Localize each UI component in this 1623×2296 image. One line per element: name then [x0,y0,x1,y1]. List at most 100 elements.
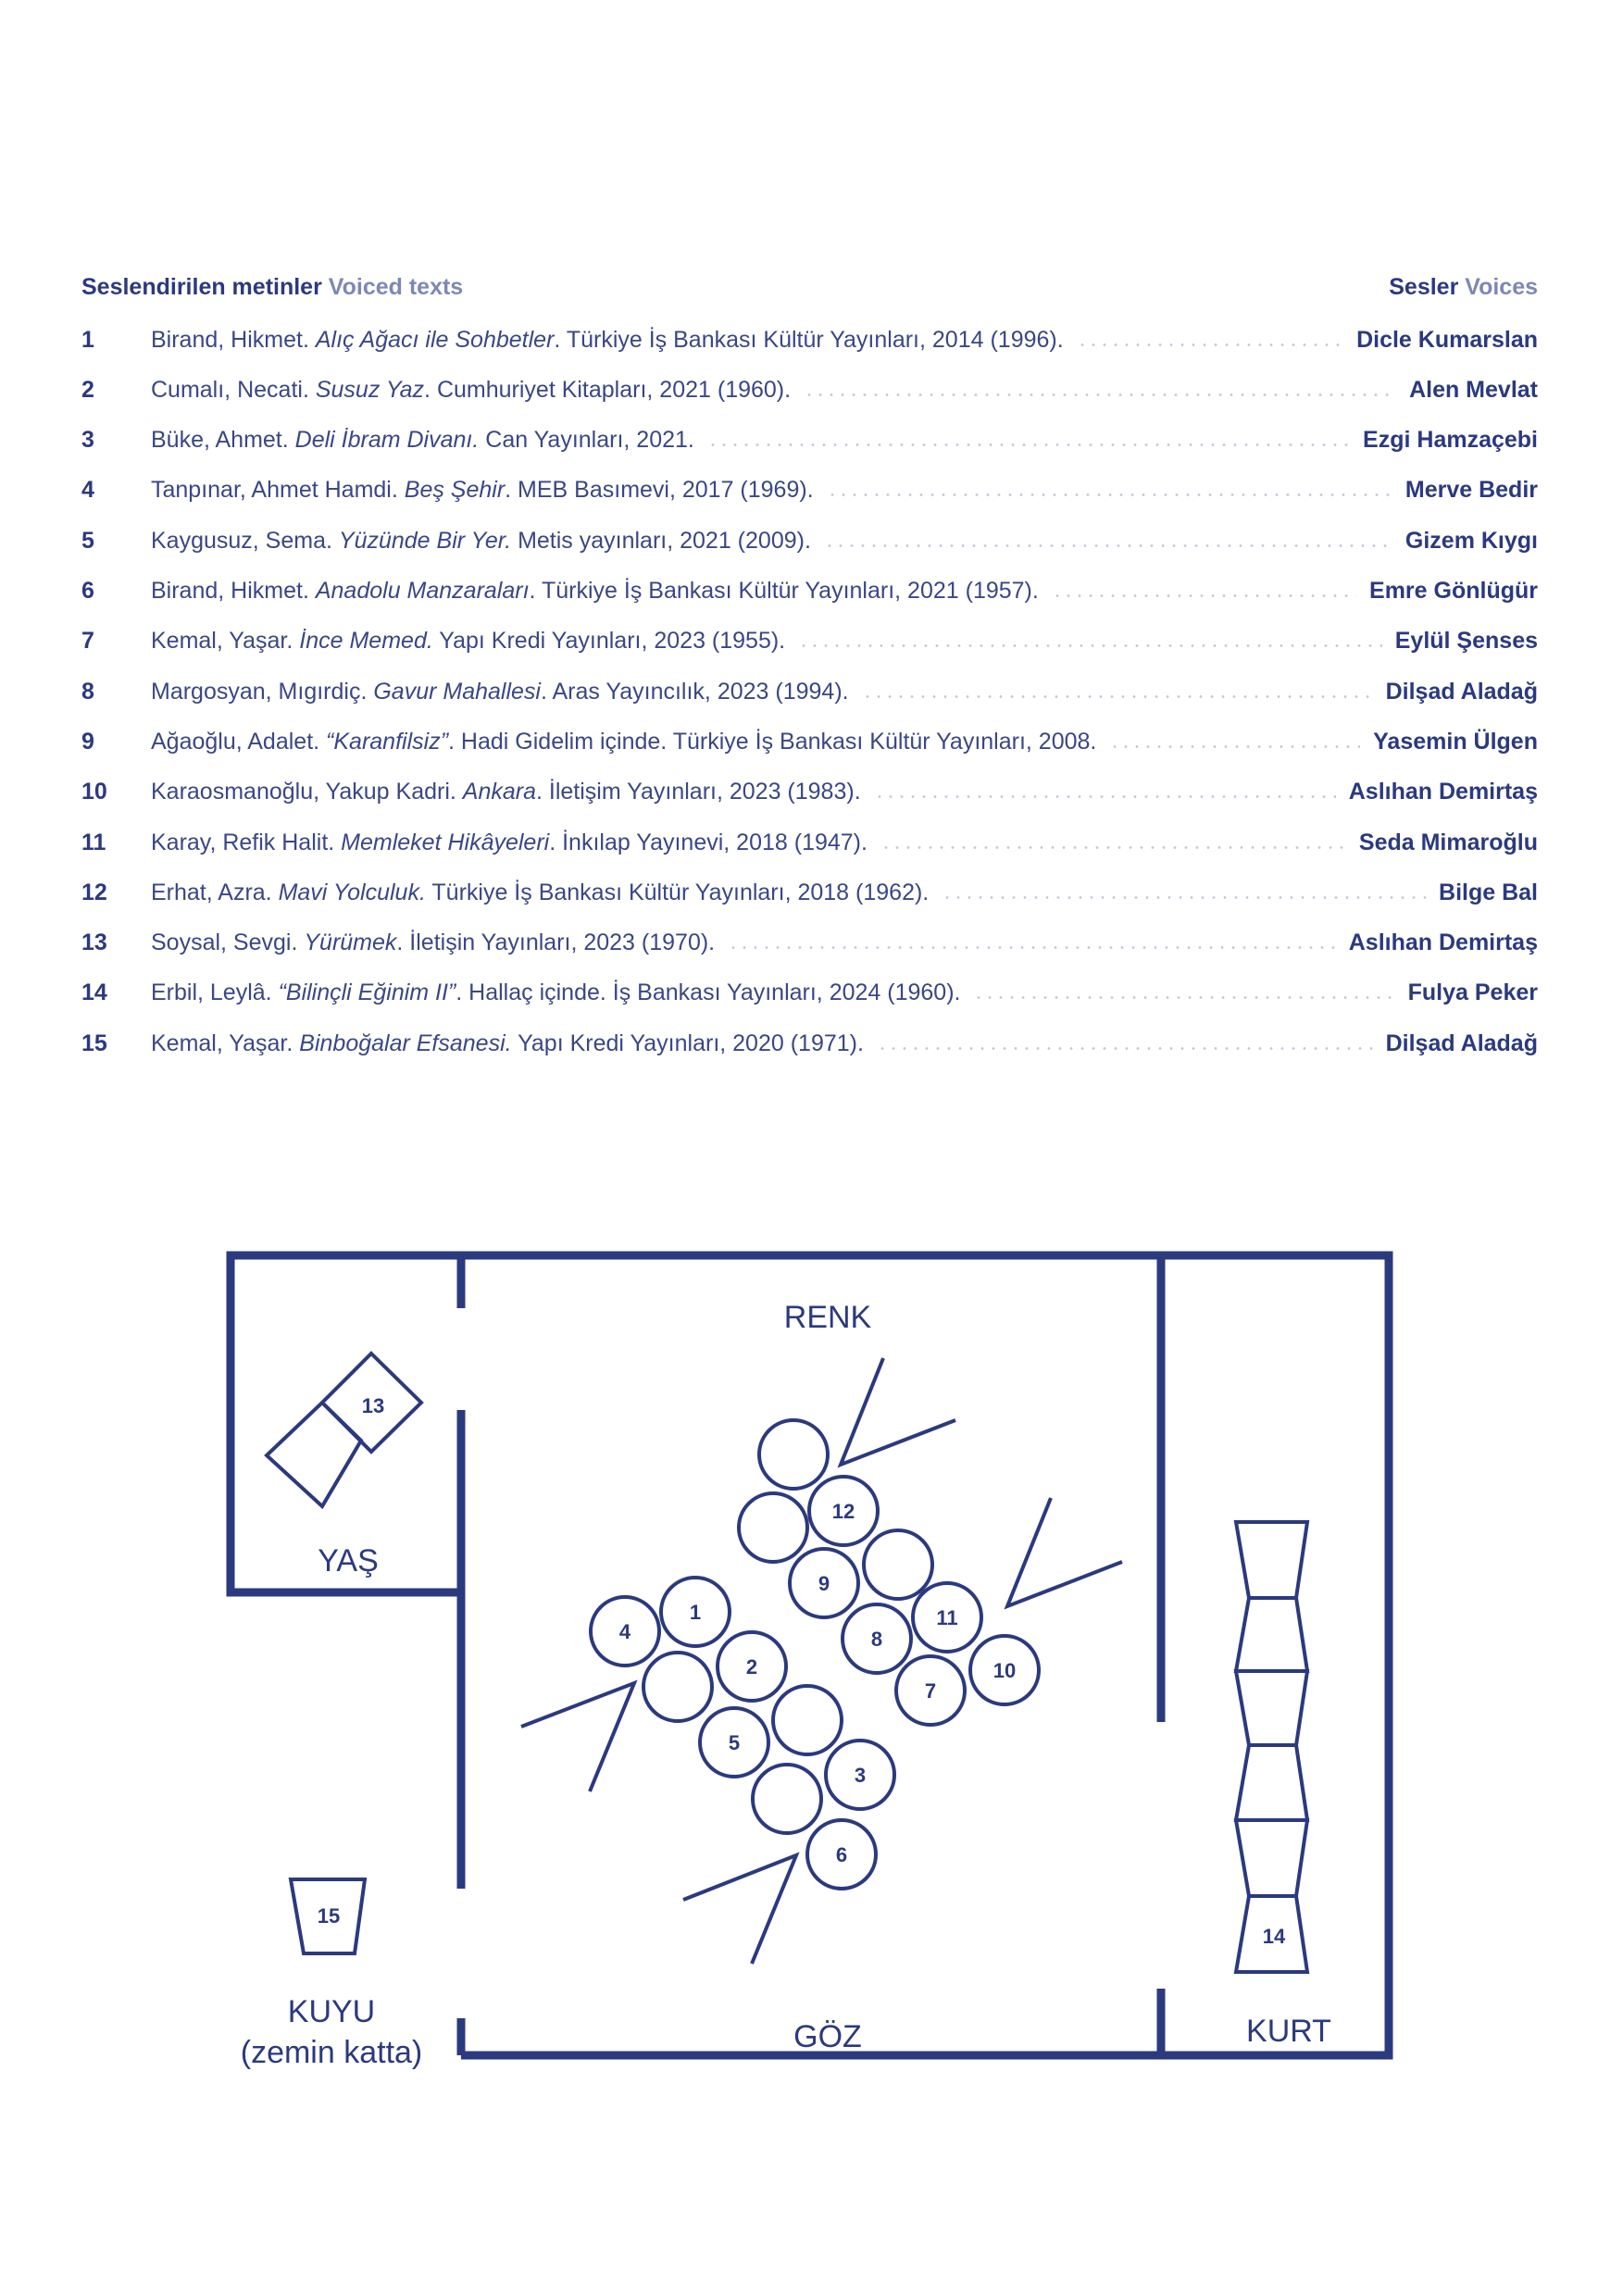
entry-reference: Büke, Ahmet. Deli İbram Divanı. Can Yayı… [151,427,694,454]
entry-voice: Aslıhan Demirtaş [1348,930,1538,956]
voices-heading-en: Voices [1465,274,1538,300]
entry-author: Kaygusuz, Sema. [151,527,339,554]
entry-publication: . MEB Basımevi, 2017 (1969). [505,477,814,504]
diamond-bottom [264,1400,364,1510]
segment-5 [1233,1818,1310,1898]
listening-seat [716,1630,788,1703]
entry-publication: . İletişim Yayınları, 2023 (1983). [536,779,861,805]
room-yas: YAŞ [318,1543,379,1578]
entry-reference: Soysal, Sevgi. Yürümek. İletişin Yayınla… [151,930,715,956]
outer-wall [226,1251,1393,2060]
listening-seat [805,1818,878,1890]
entry-publication: . Türkiye İş Bankası Kültür Yayınları, 2… [529,578,1039,604]
kurt-object [1233,1520,1310,1974]
listening-seat [737,1491,809,1564]
entry-voice: Dicle Kumarslan [1356,326,1538,353]
entry-number: 5 [81,527,94,554]
listening-seat [807,1475,880,1547]
plan-walls [226,1251,1393,2060]
entry-title: Deli İbram Divanı. [294,427,480,454]
entry-author: Kemal, Yaşar. [151,628,300,655]
entry-author: Ağaoğlu, Adalet. [151,728,327,755]
entry-voice: Yasemin Ülgen [1373,728,1538,755]
circle-cluster [589,1418,1041,1890]
entry-number: 4 [81,477,94,504]
entry-number: 3 [81,427,94,454]
entry-voice: Seda Mimaroğlu [1358,829,1538,855]
room-kuyu: KUYU [288,1994,375,2029]
entry-title: İnce Memed. [299,628,433,655]
entry-title: Susuz Yaz [315,376,425,403]
seat-label: 12 [832,1500,855,1523]
segment-2 [1233,1596,1310,1673]
yas-object [264,1351,424,1510]
door-gap-bottom-left [454,1889,470,2018]
segment-3 [1233,1669,1310,1747]
entry-title: Beş Şehir [404,477,506,504]
listening-seat [659,1576,731,1648]
listening-seat [698,1706,770,1778]
room-kurt: KURT [1246,2014,1331,2049]
entry-author: Karay, Refik Halit. [151,829,342,855]
voiced-texts-heading: Seslendirilen metinler Voiced texts [81,274,463,301]
kuyu-object [288,1878,368,1955]
entry-title: “Bilinçli Eğinim II” [278,980,456,1006]
entry-author: Birand, Hikmet. [151,326,316,353]
seat-label: 4 [619,1620,631,1643]
segment-6 [1233,1894,1310,1974]
entry-voice: Bilge Bal [1439,879,1538,905]
entry-reference: Karay, Refik Halit. Memleket Hikâyeleri.… [151,830,868,856]
entry-number: 11 [81,829,106,855]
entry-author: Erhat, Azra. [151,879,279,905]
listening-seat [894,1654,967,1727]
entry-number: 8 [81,678,94,705]
entry-voice: Dilşad Aladağ [1385,1029,1538,1056]
entry-number: 9 [81,728,94,755]
entry-author: Birand, Hikmet. [151,578,316,604]
entry-publication: . Türkiye İş Bankası Kültür Yayınları, 2… [554,326,1064,353]
entry-voice: Fulya Peker [1407,980,1538,1006]
listening-seat [788,1547,860,1619]
speaker-mark-left [520,1679,638,1792]
speaker-mark-top [837,1357,956,1468]
entry-row: 3 Büke, Ahmet. Deli İbram Divanı. Can Yay… [81,422,1538,459]
entry-title: “Karanfilsiz” [326,728,449,755]
speaker-marks [520,1357,1123,1965]
dot-leader [728,946,1336,950]
seat-label: 9 [818,1572,830,1595]
label-14: 14 [1263,1925,1286,1948]
room-kuyu-note: (zemin katta) [241,2035,423,2070]
entry-reference: Birand, Hikmet. Alıç Ağacı ile Sohbetler… [151,327,1064,354]
entry-reference: Kemal, Yaşar. Binboğalar Efsanesi. Yapı … [151,1030,864,1057]
listening-seat [757,1418,830,1491]
entry-title: Mavi Yolculuk. [278,879,426,905]
seat-label: 2 [746,1655,757,1678]
dot-leader [706,443,1351,447]
listening-seat [642,1651,714,1723]
entry-author: Tanpınar, Ahmet Hamdi. [151,477,405,504]
entry-number: 7 [81,628,94,655]
entry-voice: Gizem Kıygı [1405,527,1538,554]
listening-seat [862,1529,934,1601]
seat-label: 10 [993,1659,1016,1682]
heading-en: Voiced texts [328,274,464,300]
entry-author: Karaosmanoğlu, Yakup Kadri. [151,779,463,805]
entry-title: Alıç Ağacı ile Sohbetler [315,326,555,353]
dot-leader [873,795,1336,799]
entry-voice: Alen Mevlat [1409,376,1538,403]
entry-voice: Aslıhan Demirtaş [1348,779,1538,805]
entry-row: 11 Karay, Refik Halit. Memleket Hikâyeler… [81,824,1538,861]
entry-reference: Erhat, Azra. Mavi Yolculuk. Türkiye İş B… [151,880,929,906]
entry-number: 14 [81,980,107,1006]
entry-publication: . Aras Yayıncılık, 2023 (1994). [541,678,849,705]
dot-leader [804,393,1397,396]
speaker-mark-bottom [682,1852,800,1965]
speaker-mark-right [1004,1497,1123,1610]
entry-title: Memleket Hikâyeleri [341,829,550,855]
